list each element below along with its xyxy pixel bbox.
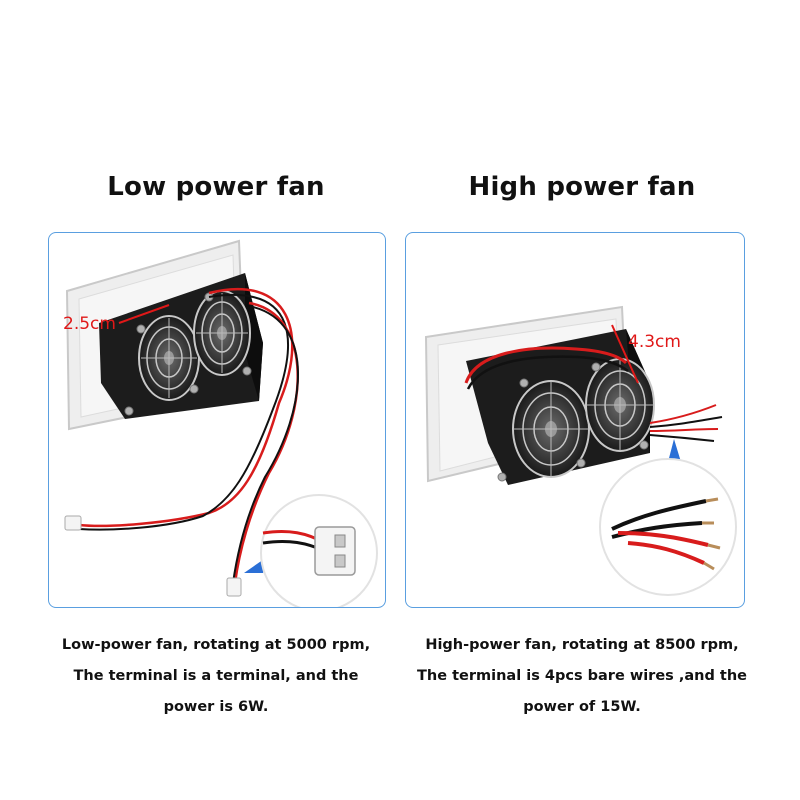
low-power-fan-title: Low power fan [107, 172, 325, 202]
wire-black [78, 294, 289, 531]
caption-line: Low-power fan, rotating at 5000 rpm, [61, 637, 371, 653]
high-power-fan-caption: High-power fan, rotating at 8500 rpm, Th… [396, 630, 768, 723]
dimension-label: 2.5cm [63, 314, 116, 334]
terminal-zoom-circle [244, 494, 378, 607]
high-power-fan-illustration: 4.3cm [424, 305, 737, 596]
high-power-fan-title: High power fan [468, 172, 696, 202]
caption-line: High-power fan, rotating at 8500 rpm, [425, 637, 739, 653]
fan-grille-right [585, 358, 655, 452]
caption-line: The terminal is a terminal, and the [73, 668, 359, 684]
bare-wire-zoom-circle [599, 439, 737, 596]
bare-wire-black [649, 416, 723, 428]
caption-line: power of 15W. [523, 699, 641, 715]
bare-wire-red [649, 404, 717, 424]
wire-red [464, 346, 628, 384]
fan-grille-left [512, 380, 590, 478]
high-power-fan-image-panel: 4.3cm [405, 232, 745, 608]
wire-black [466, 355, 629, 390]
dimension-line [611, 324, 639, 384]
terminal-connector [64, 515, 82, 531]
dimension-line [118, 304, 170, 324]
low-power-fan-caption: Low-power fan, rotating at 5000 rpm, The… [30, 630, 402, 723]
low-power-fan-illustration: 2.5cm [63, 239, 378, 607]
fan-grille-right [193, 290, 251, 376]
wire-red [78, 287, 294, 528]
caption-line: power is 6W. [163, 699, 269, 715]
low-power-fan-image-panel: 2.5cm [48, 232, 386, 608]
dimension-label: 4.3cm [628, 332, 681, 352]
caption-line: The terminal is 4pcs bare wires ,and the [417, 668, 747, 684]
